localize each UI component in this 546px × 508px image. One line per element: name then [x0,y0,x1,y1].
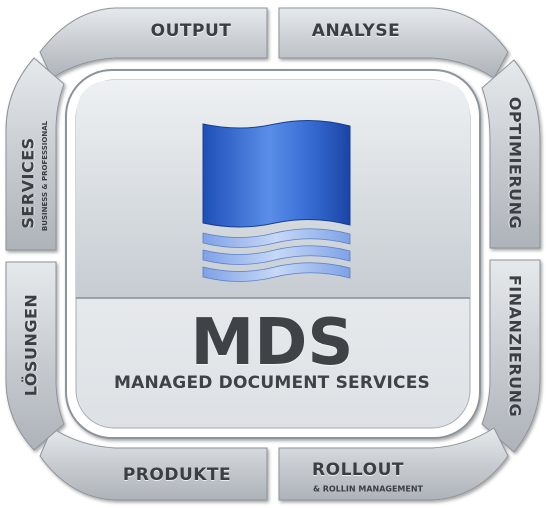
label-loesungen: LÖSUNGEN [21,293,41,397]
segment-rollout[interactable] [278,427,509,501]
mds-subtitle: MANAGED DOCUMENT SERVICES [114,373,430,393]
logo-wave-3 [202,262,351,282]
logo-wave-1 [202,228,351,248]
segment-finanzierung[interactable] [481,259,541,453]
label-services-sub: BUSINESS & PROFESSIONAL [41,120,49,232]
segment-optimierung[interactable] [481,59,541,249]
segment-produkte[interactable] [39,427,268,501]
logo-flag-shape [202,119,351,228]
segment-loesungen[interactable] [5,261,65,451]
ring-segments [5,7,541,501]
label-rollout: ROLLOUT [312,460,404,480]
mds-logo [202,119,351,282]
label-finanzierung: FINANZIERUNG [505,274,525,418]
segment-analyse[interactable] [278,7,509,79]
label-produkte: PRODUKTE [122,465,232,485]
label-rollout-sub: & ROLLIN MANAGEMENT [312,484,424,494]
label-services: SERVICES [18,137,38,229]
label-analyse: ANALYSE [311,21,401,41]
segment-output[interactable] [39,7,268,79]
logo-wave-2 [202,245,351,265]
label-optimierung: OPTIMIERUNG [505,96,525,230]
segment-services[interactable] [5,57,65,251]
mds-title: MDS [190,306,354,380]
label-output: OUTPUT [150,21,232,41]
